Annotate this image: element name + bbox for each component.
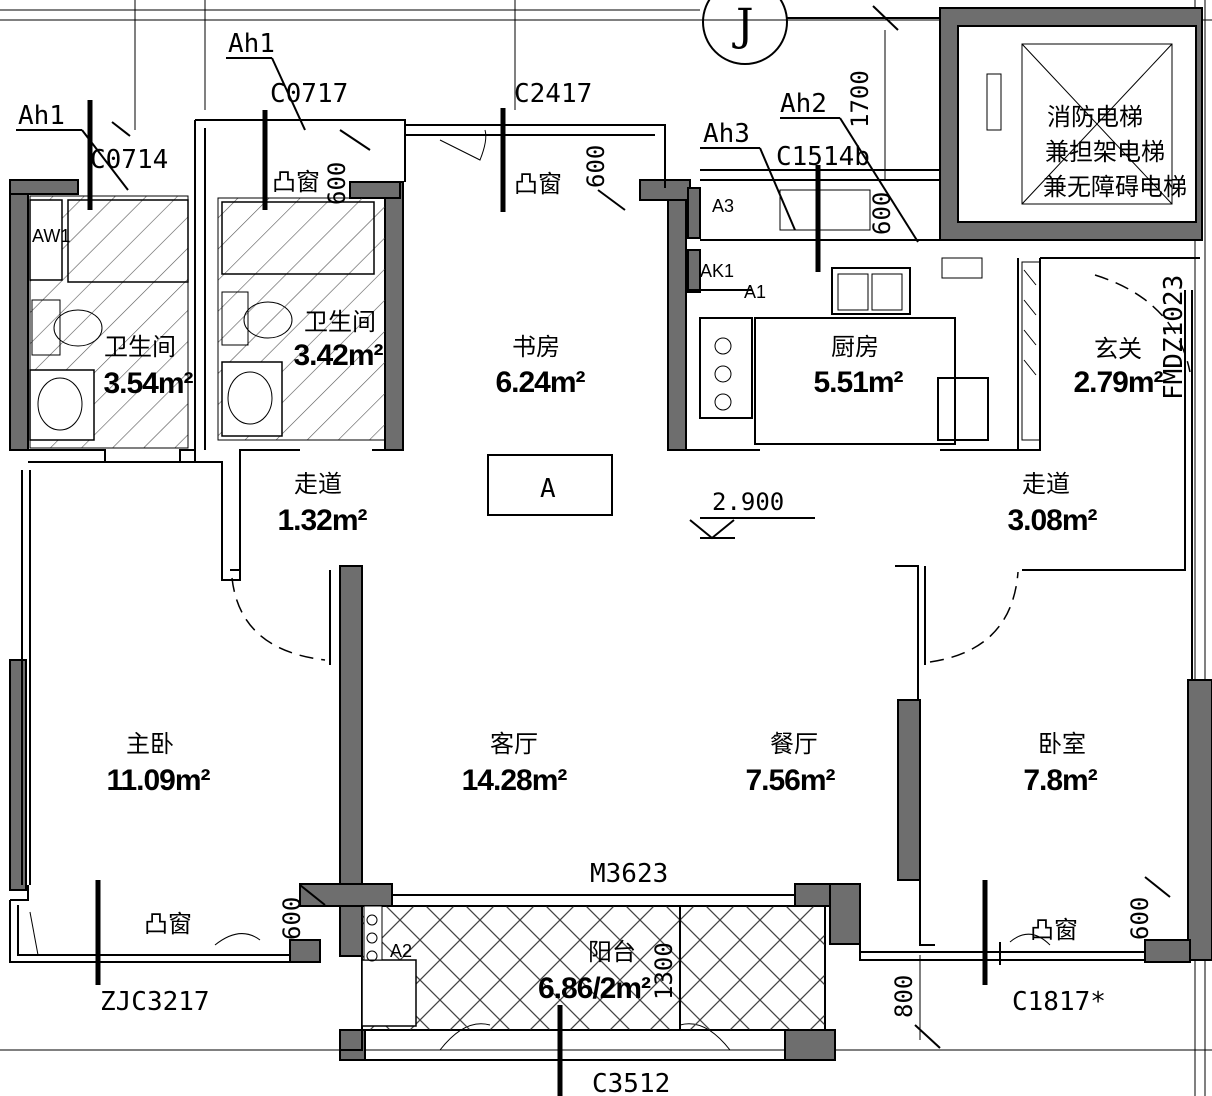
a3-label: A3 (712, 196, 734, 216)
room-area-master: 11.09m² (106, 764, 210, 797)
door-swings (29, 129, 1051, 1051)
bathroom-1: AW1 卫生间 3.54m² (29, 195, 195, 449)
a1-label: A1 (744, 282, 766, 302)
elevator-shaft: 消防电梯 兼担架电梯 兼无障碍电梯 (939, 7, 1203, 241)
room-name-balcony: 阳台 (588, 938, 636, 966)
c3512-label: C3512 (592, 1069, 670, 1096)
room-name-study: 书房 (512, 333, 560, 361)
ah1-label-top: Ah1 (228, 29, 275, 59)
bay-window-labels: 凸窗 凸窗 凸窗 凸窗 (144, 168, 1078, 944)
m3623-label: M3623 (590, 859, 668, 889)
room-area-balcony: 6.86/2m² (538, 972, 651, 1005)
ak1-label: AK1 (700, 261, 734, 281)
room-name-bath1: 卫生间 (104, 333, 176, 361)
bathroom-2: 卫生间 3.42m² (217, 197, 386, 441)
window-ticks (87, 100, 1171, 1096)
dim-800: 800 (890, 975, 918, 1018)
zjc3217-label: ZJC3217 (100, 987, 210, 1017)
room-name-kitchen: 厨房 (831, 333, 879, 361)
room-area-dining: 7.56m² (745, 764, 835, 797)
grid-label: J (732, 0, 754, 51)
c2417-label: C2417 (514, 79, 592, 109)
room-area-corridor1: 1.32m² (277, 504, 367, 537)
room-area-bath2: 3.42m² (293, 339, 383, 372)
elevator-label-2: 兼担架电梯 (1045, 138, 1165, 166)
zone-a-label: A (540, 474, 556, 504)
bay-window-label-3: 凸窗 (144, 910, 192, 938)
balcony: A2 阳台 6.86/2m² (361, 905, 826, 1031)
dim-600-c: 600 (868, 192, 896, 235)
room-name-dining: 餐厅 (770, 730, 818, 758)
level-mark: 2.900 (689, 488, 815, 540)
dim-1300: 1300 (650, 942, 678, 1000)
bay-window-label-1: 凸窗 (272, 168, 320, 196)
c1514b-label: C1514b (776, 142, 870, 172)
fmdz1023-label: FMDZ1023 (1159, 275, 1189, 400)
foyer: 玄关 2.79m² FMDZ1023 (1021, 261, 1191, 441)
room-name-living: 客厅 (490, 730, 538, 758)
c0717-label: C0717 (270, 79, 348, 109)
room-area-study: 6.24m² (495, 366, 585, 399)
room-area-bath1: 3.54m² (103, 367, 193, 400)
bay-window-label-4: 凸窗 (1030, 916, 1078, 944)
c0714-label: C0714 (90, 145, 168, 175)
room-name-corridor2: 走道 (1022, 470, 1070, 498)
study: 书房 6.24m² A (487, 333, 613, 516)
dim-600-e: 600 (1126, 897, 1154, 940)
main-rooms: 主卧 11.09m² 客厅 14.28m² 餐厅 7.56m² 卧室 7.8m² (106, 730, 1098, 797)
room-name-master: 主卧 (126, 730, 174, 758)
dim-600-a: 600 (323, 162, 351, 205)
bay-window-label-2: 凸窗 (514, 170, 562, 198)
elevator-label-1: 消防电梯 (1047, 103, 1143, 131)
walls (9, 179, 1212, 1061)
c1817-label: C1817* (1012, 987, 1106, 1017)
elevator-label-3: 兼无障碍电梯 (1043, 173, 1187, 201)
room-area-living: 14.28m² (462, 764, 568, 797)
kitchen: A3 AK1 A1 厨房 5.51m² (699, 189, 989, 445)
dim-1700: 1700 (846, 70, 874, 128)
room-name-corridor1: 走道 (294, 470, 342, 498)
dimension-labels: 600 600 600 1700 600 600 1300 800 (278, 30, 1154, 1040)
room-name-bedroom: 卧室 (1038, 730, 1086, 758)
room-name-bath2: 卫生间 (304, 308, 376, 336)
window-codes: Ah1 Ah1 C0717 C0714 C2417 Ah2 Ah3 C1514b… (16, 29, 1106, 1096)
aw1-label: AW1 (32, 226, 70, 246)
corridors: 走道 1.32m² 走道 3.08m² (277, 470, 1098, 537)
ah1-label-left: Ah1 (18, 101, 65, 131)
dim-600-b: 600 (582, 145, 610, 188)
a2-label: A2 (390, 941, 412, 961)
room-area-corridor2: 3.08m² (1007, 504, 1097, 537)
dim-600-d: 600 (278, 897, 306, 940)
ah3-label: Ah3 (703, 119, 750, 149)
room-name-foyer: 玄关 (1094, 335, 1142, 363)
room-area-foyer: 2.79m² (1073, 366, 1163, 399)
room-area-kitchen: 5.51m² (813, 366, 903, 399)
ah2-label: Ah2 (780, 89, 827, 119)
room-area-bedroom: 7.8m² (1023, 764, 1097, 797)
level-value: 2.900 (712, 488, 784, 516)
